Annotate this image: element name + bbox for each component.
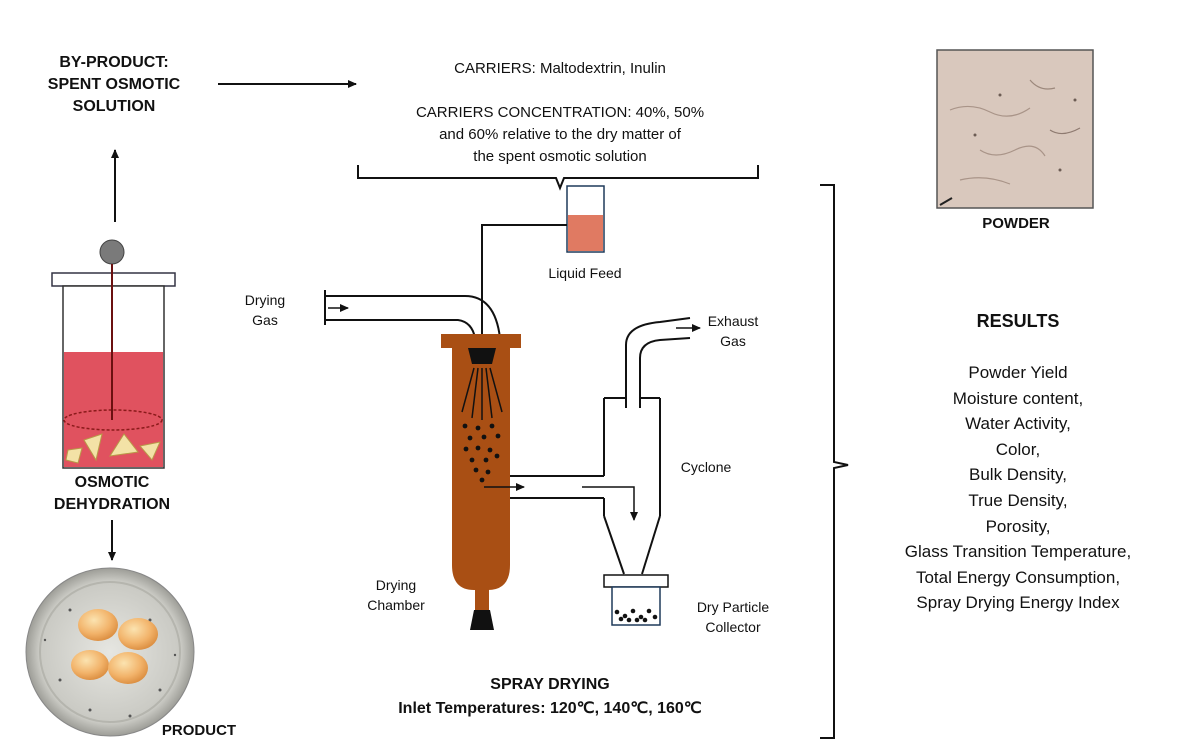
drying-chamber	[441, 334, 521, 630]
result-item: Color,	[995, 439, 1041, 459]
vessel-lid	[51, 272, 176, 287]
inlet-temperatures: Inlet Temperatures: 120℃, 140℃, 160℃	[398, 700, 702, 717]
product-label: PRODUCT	[161, 722, 237, 739]
fruit-piece	[139, 441, 161, 461]
chamber-line: Drying	[375, 577, 417, 593]
carriers-concentration-line: the spent osmotic solution	[473, 148, 647, 165]
osmotic-vessel	[51, 239, 176, 469]
liquid-feed-beaker	[566, 185, 605, 253]
result-item: Total Energy Consumption,	[915, 567, 1121, 587]
collector-line: Dry Particle	[696, 599, 770, 615]
carriers-concentration: CARRIERS CONCENTRATION: 40%, 50% and 60%…	[380, 102, 740, 168]
result-item: Powder Yield	[968, 363, 1068, 382]
carriers-brace	[357, 165, 759, 191]
result-item: Water Activity,	[965, 414, 1071, 434]
osmotic-dehydration-label: OSMOTIC DEHYDRATION	[24, 472, 200, 516]
immersion-basket	[63, 409, 163, 431]
powder-photo	[936, 49, 1094, 209]
byproduct-label: BY-PRODUCT: SPENT OSMOTIC SOLUTION	[22, 52, 206, 118]
byproduct-line: SPENT OSMOTIC	[47, 76, 181, 93]
byproduct-line: BY-PRODUCT:	[59, 54, 169, 71]
fruit-piece	[65, 447, 83, 464]
atomizer-nozzle	[468, 348, 496, 364]
results-brace	[820, 184, 849, 739]
drying-gas-line: Drying	[244, 292, 286, 308]
carriers-types: CARRIERS: Maltodextrin, Inulin	[454, 60, 666, 77]
result-item: Moisture content,	[952, 388, 1084, 408]
fruit-half	[118, 618, 158, 650]
result-item: Porosity,	[985, 516, 1051, 536]
results-title: RESULTS	[976, 311, 1060, 331]
fruit-piece	[108, 433, 139, 457]
fruit-half	[108, 652, 148, 684]
osmotic-line: OSMOTIC	[74, 474, 150, 491]
fruit-half	[71, 650, 109, 680]
drying-chamber-label: Drying Chamber	[356, 575, 436, 615]
collector-line: Collector	[705, 619, 761, 635]
dry-particle-collector	[603, 574, 669, 626]
liquid-feed-label: Liquid Feed	[548, 265, 622, 281]
carriers-concentration-line: and 60% relative to the dry matter of	[439, 126, 681, 143]
stirrer-knob	[99, 239, 125, 265]
drying-gas-label: Drying Gas	[226, 290, 304, 330]
result-item: Spray Drying Energy Index	[916, 593, 1120, 613]
exhaust-line: Exhaust	[707, 313, 759, 329]
fruit-piece	[83, 433, 103, 462]
result-item: True Density,	[968, 490, 1068, 510]
chamber-line: Chamber	[367, 597, 425, 613]
cyclone	[603, 317, 691, 575]
cyclone-flow-arrow	[582, 486, 638, 521]
osmotic-line: DEHYDRATION	[53, 496, 171, 513]
drying-gas-line: Gas	[252, 312, 278, 328]
result-item: Bulk Density,	[969, 465, 1067, 485]
exhaust-gas-label: Exhaust Gas	[694, 311, 772, 351]
byproduct-line: SOLUTION	[72, 98, 156, 115]
result-item: Glass Transition Temperature,	[904, 542, 1132, 562]
results-list: Powder Yield Moisture content, Water Act…	[868, 360, 1168, 616]
carriers-concentration-line: CARRIERS CONCENTRATION: 40%, 50%	[415, 104, 705, 121]
exhaust-line: Gas	[720, 333, 746, 349]
product-photo	[25, 567, 195, 737]
drying-gas-inlet	[324, 290, 501, 339]
powder-label: POWDER	[982, 215, 1050, 232]
spray-drying-title: SPRAY DRYING	[490, 676, 610, 693]
cyclone-label: Cyclone	[680, 459, 732, 475]
collector-label: Dry Particle Collector	[680, 597, 786, 637]
fruit-half	[78, 609, 118, 641]
